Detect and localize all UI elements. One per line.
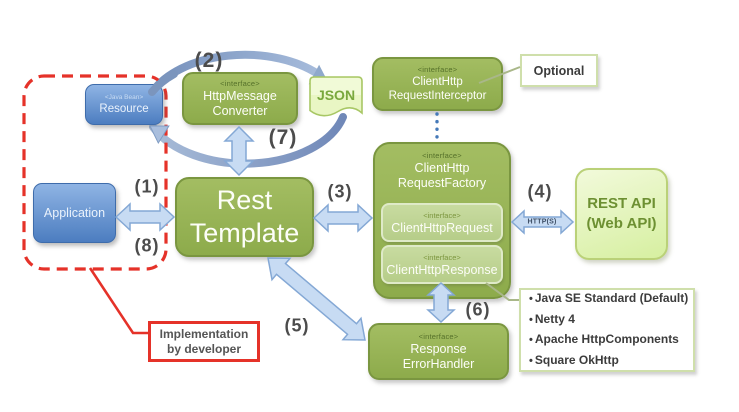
step-label-2: (2) — [194, 49, 224, 72]
optional-label: Optional — [533, 63, 585, 78]
step-label-5: (5) — [284, 315, 310, 336]
factory-line2: RequestFactory — [397, 176, 487, 190]
step-label-3: (3) — [327, 181, 353, 202]
interceptor-line1: ClientHttp — [412, 76, 463, 88]
converter-line2: Converter — [212, 103, 268, 118]
node-client-http-response: <interface> ClientHttpResponse — [381, 245, 503, 284]
node-response-error-handler: <interface> Response ErrorHandler — [368, 323, 509, 380]
converter-line1: HttpMessage — [203, 88, 277, 103]
arrow-resttemplate-factory — [312, 203, 374, 233]
error-handler-line2: ErrorHandler — [402, 356, 475, 371]
interceptor-line2: RequestInterceptor — [388, 90, 487, 102]
converter-stereotype: <interface> — [220, 78, 260, 88]
node-resource: <Java Bean> Resource — [85, 84, 163, 125]
error-handler-stereotype: <interface> — [418, 331, 459, 341]
note-factory-implementations: Java SE Standard (Default) Netty 4 Apach… — [519, 288, 695, 372]
cycle-arrowhead-to-resource — [149, 125, 170, 145]
rest-template-line1: Rest — [216, 185, 273, 215]
list-item: Square OkHttp — [529, 351, 619, 372]
note-implementation-by-developer: Implementation by developer — [148, 321, 260, 362]
application-label: Application — [43, 206, 106, 220]
factory-stereotype: <interface> — [422, 151, 462, 160]
client-http-response-stereotype: <interface> — [423, 252, 461, 262]
arrow-resttemplate-errorhandler — [267, 257, 366, 341]
step-label-1: (1) — [134, 176, 160, 197]
node-application: Application — [33, 183, 116, 243]
step-label-7: (7) — [268, 126, 298, 149]
node-rest-api: REST API (Web API) — [575, 168, 668, 260]
rest-template-line2: Template — [189, 218, 300, 248]
resource-label: Resource — [99, 103, 149, 115]
client-http-request-stereotype: <interface> — [423, 210, 461, 220]
note-optional: Optional — [520, 54, 598, 87]
step-label-6: (6) — [465, 299, 491, 320]
node-rest-template: Rest Template — [175, 177, 314, 257]
protocol-label: HTTP(S) — [527, 218, 557, 226]
step-label-4: (4) — [527, 181, 553, 202]
developer-note-connector — [88, 267, 148, 335]
arrow-converter-resttemplate — [223, 125, 255, 177]
implementation-note-line2: by developer — [166, 341, 242, 356]
node-client-http-request: <interface> ClientHttpRequest — [381, 203, 503, 242]
node-request-interceptor: <interface> ClientHttp RequestIntercepto… — [372, 57, 503, 111]
step-label-8: (8) — [134, 235, 160, 256]
list-item: Netty 4 — [529, 310, 575, 331]
resource-stereotype: <Java Bean> — [104, 94, 144, 101]
list-item: Java SE Standard (Default) — [529, 289, 688, 310]
rest-api-line1: REST API — [587, 195, 656, 212]
implementation-note-line1: Implementation — [159, 326, 249, 341]
factory-line1: ClientHttp — [414, 161, 470, 175]
client-http-response-label: ClientHttpResponse — [386, 262, 498, 277]
client-http-request-label: ClientHttpRequest — [391, 220, 493, 235]
list-item: Apache HttpComponents — [529, 330, 679, 351]
node-http-message-converter: <interface> HttpMessage Converter — [182, 72, 298, 125]
arrow-application-resttemplate — [114, 202, 176, 232]
rest-api-line2: (Web API) — [586, 215, 657, 232]
error-handler-line1: Response — [410, 341, 467, 356]
json-label: JSON — [317, 87, 355, 103]
interceptor-stereotype: <interface> — [417, 65, 458, 74]
json-document-shape: JSON — [309, 76, 363, 117]
